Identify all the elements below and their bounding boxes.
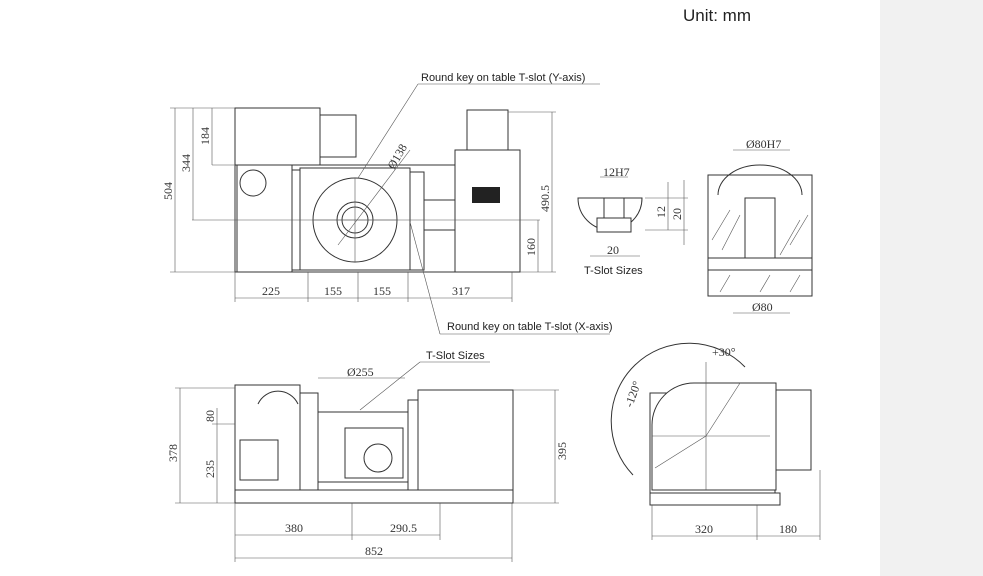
dim-235: 235 [203,460,217,478]
dim-12: 12 [654,206,668,218]
dim-504: 504 [161,182,175,200]
dim-395: 395 [555,442,569,460]
dim-12h7: 12H7 [603,165,630,179]
dim-852: 852 [365,544,383,558]
dim-80-diameter: Ø80 [752,300,773,314]
side-view: +30° -120° 320 180 [610,342,821,540]
dim-80: 80 [203,410,217,422]
dim-20-horizontal: 20 [607,243,619,257]
dim-344: 344 [179,154,193,172]
dim-184: 184 [198,127,212,145]
dim-180: 180 [779,522,797,536]
background-strip [880,0,983,576]
front-view [192,107,540,273]
dim-155-right: 155 [373,284,391,298]
lower-front-view: Ø255 T-Slot Sizes 378 80 235 395 380 290… [166,350,569,562]
section-view: Ø80H7 Ø80 [707,137,813,314]
dim-378: 378 [166,444,180,462]
unit-label: Unit: mm [683,6,751,25]
dim-225: 225 [262,284,280,298]
angle-plus-30: +30° [712,345,736,359]
dim-255: Ø255 [347,365,374,379]
tslot-title: T-Slot Sizes [584,265,643,277]
angle-minus-120: -120° [622,379,644,409]
dim-490-5: 490.5 [538,185,552,212]
dim-320: 320 [695,522,713,536]
dim-20-vertical: 20 [670,208,684,220]
dim-155-left: 155 [324,284,342,298]
callout-round-key-x: Round key on table T-slot (X-axis) [447,321,612,333]
tslot-detail: 12H7 20 12 20 T-Slot Sizes [577,165,688,277]
dim-160: 160 [524,238,538,256]
callout-round-key-y: Round key on table T-slot (Y-axis) [421,72,585,84]
dim-380: 380 [285,521,303,535]
callout-tslot-sizes: T-Slot Sizes [426,350,485,362]
dim-80h7: Ø80H7 [746,137,781,151]
dim-290-5: 290.5 [390,521,417,535]
dim-317: 317 [452,284,470,298]
